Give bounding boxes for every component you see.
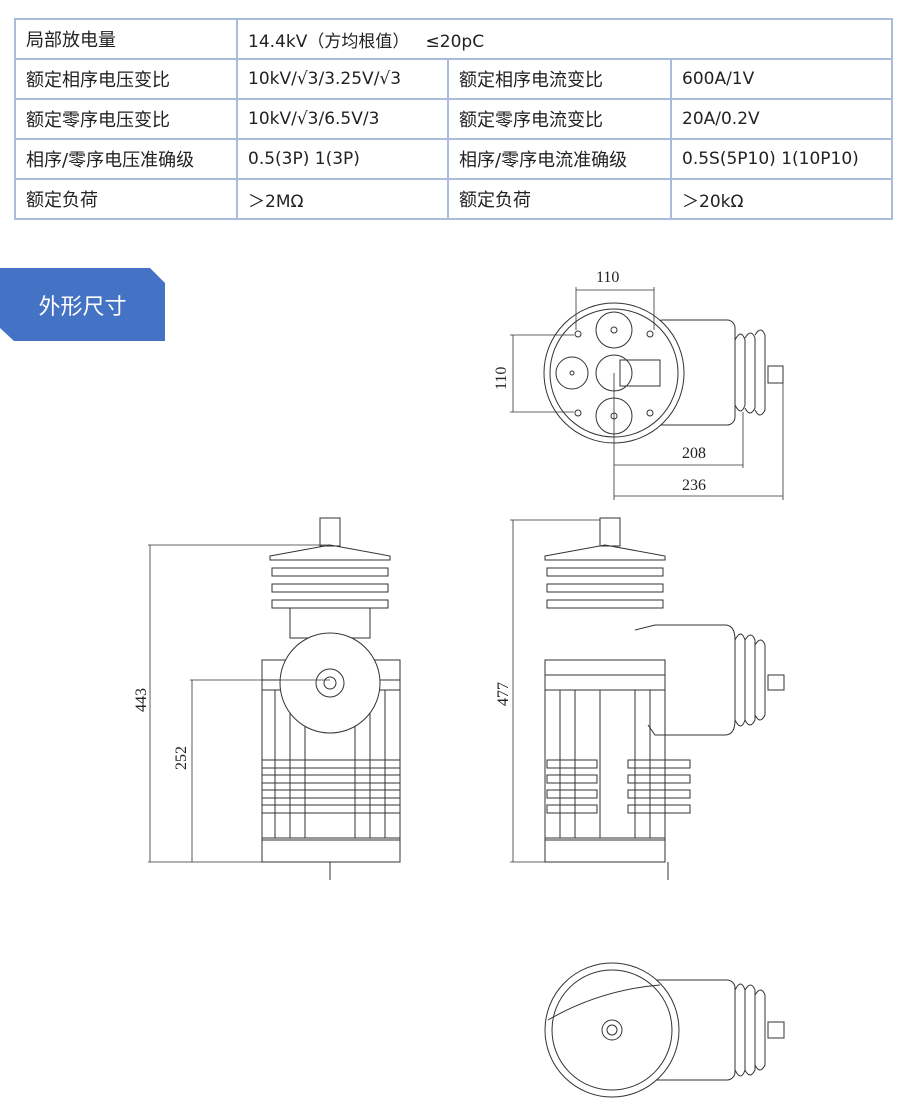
dim-443: 443: [133, 688, 150, 712]
spec-label: 额定负荷: [14, 178, 238, 220]
spec-value: 14.4kV（方均根值） ≤20pC: [236, 18, 893, 60]
dim-110-height: 110: [493, 367, 510, 390]
table-row: 额定零序电压变比 10kV/√3/6.5V/3 额定零序电流变比 20A/0.2…: [14, 98, 893, 140]
spec-label: 相序/零序电流准确级: [447, 138, 672, 180]
spec-label: 局部放电量: [14, 18, 238, 60]
spec-label: 额定相序电压变比: [14, 58, 238, 100]
spec-value: 0.5(3P) 1(3P): [236, 138, 449, 180]
dim-208: 208: [682, 445, 706, 462]
spec-value: 0.5S(5P10) 1(10P10): [670, 138, 893, 180]
spec-value: 20A/0.2V: [670, 98, 893, 140]
spec-label: 相序/零序电压准确级: [14, 138, 238, 180]
spec-table: 局部放电量 14.4kV（方均根值） ≤20pC 额定相序电压变比 10kV/√…: [14, 18, 893, 220]
table-row: 相序/零序电压准确级 0.5(3P) 1(3P) 相序/零序电流准确级 0.5S…: [14, 138, 893, 180]
dim-252: 252: [173, 746, 190, 770]
front-view-drawing: [148, 517, 401, 880]
spec-value: ＞2MΩ: [236, 178, 449, 220]
spec-label: 额定零序电流变比: [447, 98, 672, 140]
spec-value: 600A/1V: [670, 58, 893, 100]
spec-label: 额定相序电流变比: [447, 58, 672, 100]
top-view-drawing: [510, 287, 784, 500]
side-view-drawing: [510, 517, 785, 880]
spec-label: 额定负荷: [447, 178, 672, 220]
spec-label: 额定零序电压变比: [14, 98, 238, 140]
spec-value: ＞20kΩ: [670, 178, 893, 220]
dim-110-width: 110: [596, 269, 619, 286]
section-banner: 外形尺寸: [0, 268, 165, 341]
dim-477: 477: [495, 682, 512, 706]
section-title: 外形尺寸: [38, 294, 127, 320]
table-row: 额定负荷 ＞2MΩ 额定负荷 ＞20kΩ: [14, 178, 893, 220]
table-row: 额定相序电压变比 10kV/√3/3.25V/√3 额定相序电流变比 600A/…: [14, 58, 893, 100]
spec-value: 10kV/√3/6.5V/3: [236, 98, 449, 140]
bottom-view-drawing: [544, 962, 785, 1098]
spec-value: 10kV/√3/3.25V/√3: [236, 58, 449, 100]
table-row: 局部放电量 14.4kV（方均根值） ≤20pC: [14, 18, 893, 60]
dim-236: 236: [682, 477, 706, 494]
